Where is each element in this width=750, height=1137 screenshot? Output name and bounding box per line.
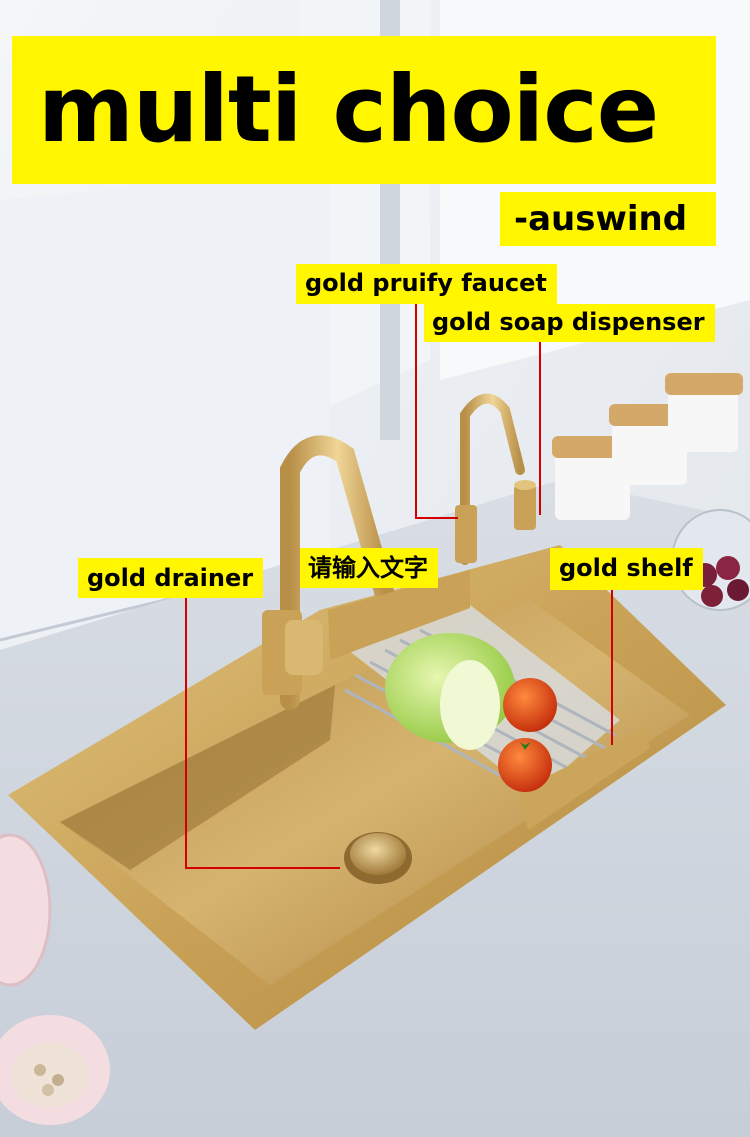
brand-label: -auswind (500, 192, 716, 246)
shelf-callout: gold shelf (550, 548, 703, 590)
placeholder-text-callout: 请输入文字 (300, 548, 438, 588)
headline-banner: multi choice (12, 36, 716, 184)
soap-dispenser-callout: gold soap dispenser (424, 304, 715, 342)
faucet-callout: gold pruify faucet (296, 264, 557, 304)
drainer-callout: gold drainer (78, 558, 264, 598)
